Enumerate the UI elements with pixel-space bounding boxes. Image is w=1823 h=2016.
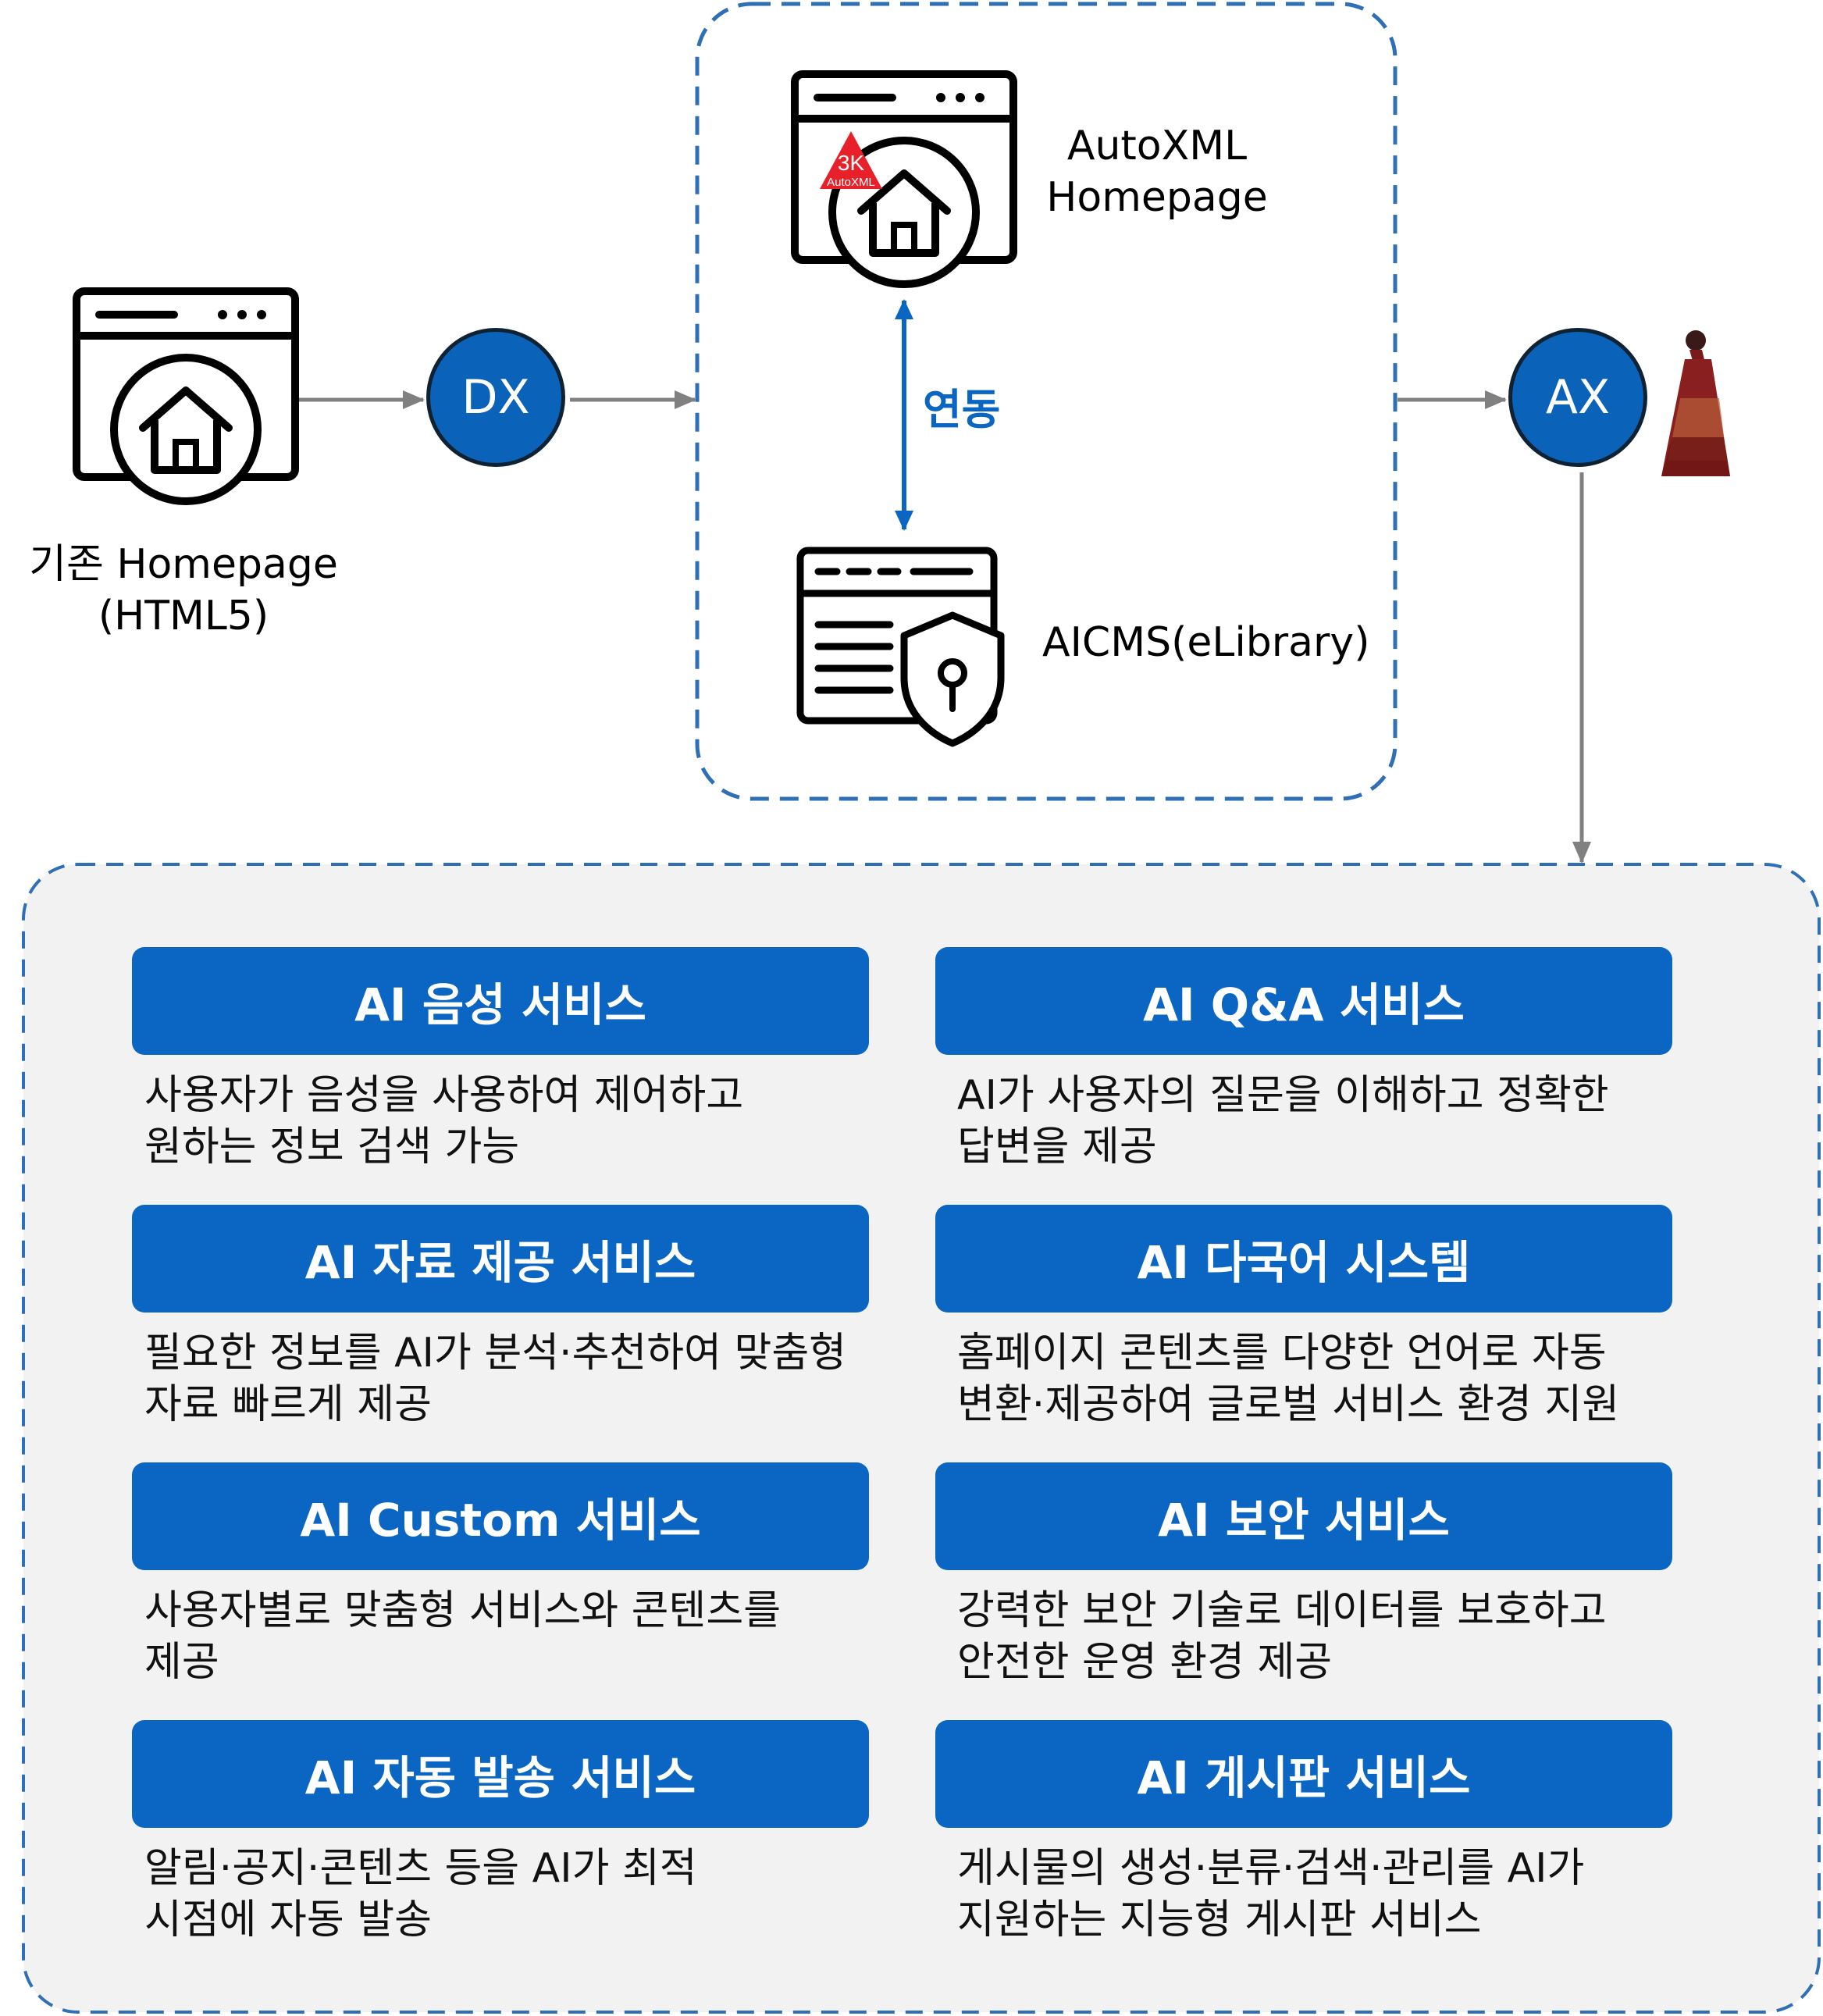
aicms-security-icon [796, 547, 1005, 747]
service-qa-title: AI Q&A 서비스 [935, 947, 1672, 1055]
service-security-title: AI 보안 서비스 [935, 1462, 1672, 1570]
service-multilingual-desc-line2: 변환·제공하여 글로벌 서비스 환경 지원 [957, 1381, 1620, 1428]
autoxml-label-line1: AutoXML [1066, 123, 1248, 169]
service-qa-desc: AI가 사용자의 질문을 이해하고 정확한 답변을 제공 [957, 1070, 1738, 1173]
autoxml-label-line2: Homepage [1046, 174, 1268, 221]
service-custom-desc-line1: 사용자별로 맞춤형 서비스와 콘텐츠를 [144, 1587, 782, 1634]
service-data-desc-line1: 필요한 정보를 AI가 분석·추천하여 맞춤형 [144, 1330, 846, 1377]
service-autosend-desc-line2: 시점에 자동 발송 [144, 1897, 432, 1943]
service-voice-title: AI 음성 서비스 [132, 947, 869, 1055]
service-board-desc: 게시물의 생성·분류·검색·관리를 AI가 지원하는 지능형 게시판 서비스 [957, 1843, 1738, 1946]
legacy-label-line1: 기존 Homepage [29, 541, 338, 588]
service-voice-desc-line2: 원하는 정보 검색 가능 [144, 1124, 520, 1170]
service-data-desc-line2: 자료 빠르게 제공 [144, 1381, 432, 1428]
service-board-desc-line2: 지원하는 지능형 게시판 서비스 [957, 1897, 1482, 1943]
service-board-title: AI 게시판 서비스 [935, 1720, 1672, 1828]
legacy-label-line2: (HTML5) [98, 593, 269, 639]
service-security-desc: 강력한 보안 기술로 데이터를 보호하고 안전한 운영 환경 제공 [957, 1585, 1738, 1688]
autoxml-badge-icon [820, 131, 882, 189]
aicms-label: AICMS(eLibrary) [1042, 619, 1370, 666]
service-data-title: AI 자료 제공 서비스 [132, 1205, 869, 1313]
ax-label: AX [1545, 370, 1611, 425]
service-security-desc-line1: 강력한 보안 기술로 데이터를 보호하고 [957, 1587, 1607, 1634]
service-autosend-desc-line1: 알림·공지·콘텐츠 등을 AI가 최적 [144, 1845, 697, 1892]
service-multilingual-title: AI 다국어 시스템 [935, 1205, 1672, 1313]
dx-label: DX [461, 370, 530, 425]
service-autosend-title: AI 자동 발송 서비스 [132, 1720, 869, 1828]
service-custom-desc: 사용자별로 맞춤형 서비스와 콘텐츠를 제공 [144, 1585, 925, 1688]
service-data-desc: 필요한 정보를 AI가 분석·추천하여 맞춤형 자료 빠르게 제공 [144, 1327, 925, 1430]
link-label: 연동 [923, 385, 1001, 434]
service-multilingual-desc: 홈페이지 콘텐츠를 다양한 언어로 자동 변환·제공하여 글로벌 서비스 환경 … [957, 1327, 1738, 1430]
service-multilingual-desc-line1: 홈페이지 콘텐츠를 다양한 언어로 자동 [957, 1330, 1607, 1377]
service-qa-desc-line2: 답변을 제공 [957, 1124, 1157, 1170]
service-custom-desc-line2: 제공 [144, 1639, 219, 1686]
legacy-homepage-icon [73, 287, 299, 505]
service-board-desc-line1: 게시물의 생성·분류·검색·관리를 AI가 [957, 1845, 1585, 1892]
legacy-homepage-label: 기존 Homepage (HTML5) [0, 539, 367, 642]
figure-image-icon [1661, 330, 1730, 476]
service-custom-title: AI Custom 서비스 [132, 1462, 869, 1570]
center-group-frame [695, 2, 1398, 801]
ax-node: AX [1508, 328, 1647, 467]
autoxml-homepage-label: AutoXML Homepage [1040, 120, 1274, 223]
service-qa-desc-line1: AI가 사용자의 질문을 이해하고 정확한 [957, 1072, 1609, 1119]
autoxml-badge-bottom: AutoXML [827, 176, 875, 189]
autoxml-badge-top: 3K [838, 151, 865, 175]
autoxml-homepage-icon [791, 70, 1017, 288]
service-voice-desc: 사용자가 음성을 사용하여 제어하고 원하는 정보 검색 가능 [144, 1070, 925, 1173]
service-security-desc-line2: 안전한 운영 환경 제공 [957, 1639, 1333, 1686]
service-autosend-desc: 알림·공지·콘텐츠 등을 AI가 최적 시점에 자동 발송 [144, 1843, 925, 1946]
service-voice-desc-line1: 사용자가 음성을 사용하여 제어하고 [144, 1072, 744, 1119]
dx-node: DX [426, 328, 565, 467]
